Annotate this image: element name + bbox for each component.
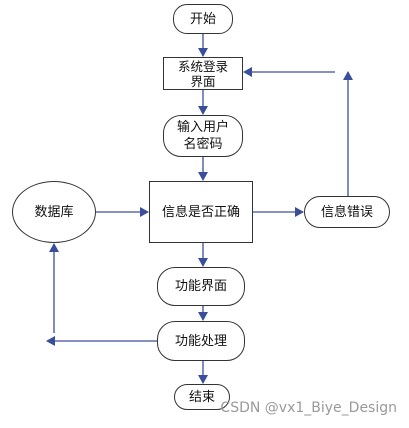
- node-input-credentials: 输入用户 名密码: [163, 115, 243, 157]
- node-login-screen: 系统登录 界面: [163, 57, 243, 90]
- node-database: 数据库: [12, 181, 96, 243]
- node-function-ui: 功能界面: [157, 267, 245, 306]
- node-check-info: 信息是否正确: [149, 181, 253, 243]
- node-end: 结束: [174, 384, 230, 410]
- watermark-text: CSDN @vx1_Biye_Design: [220, 400, 397, 416]
- node-info-error: 信息错误: [304, 196, 390, 228]
- node-function-process: 功能处理: [157, 321, 245, 361]
- node-start: 开始: [173, 4, 233, 34]
